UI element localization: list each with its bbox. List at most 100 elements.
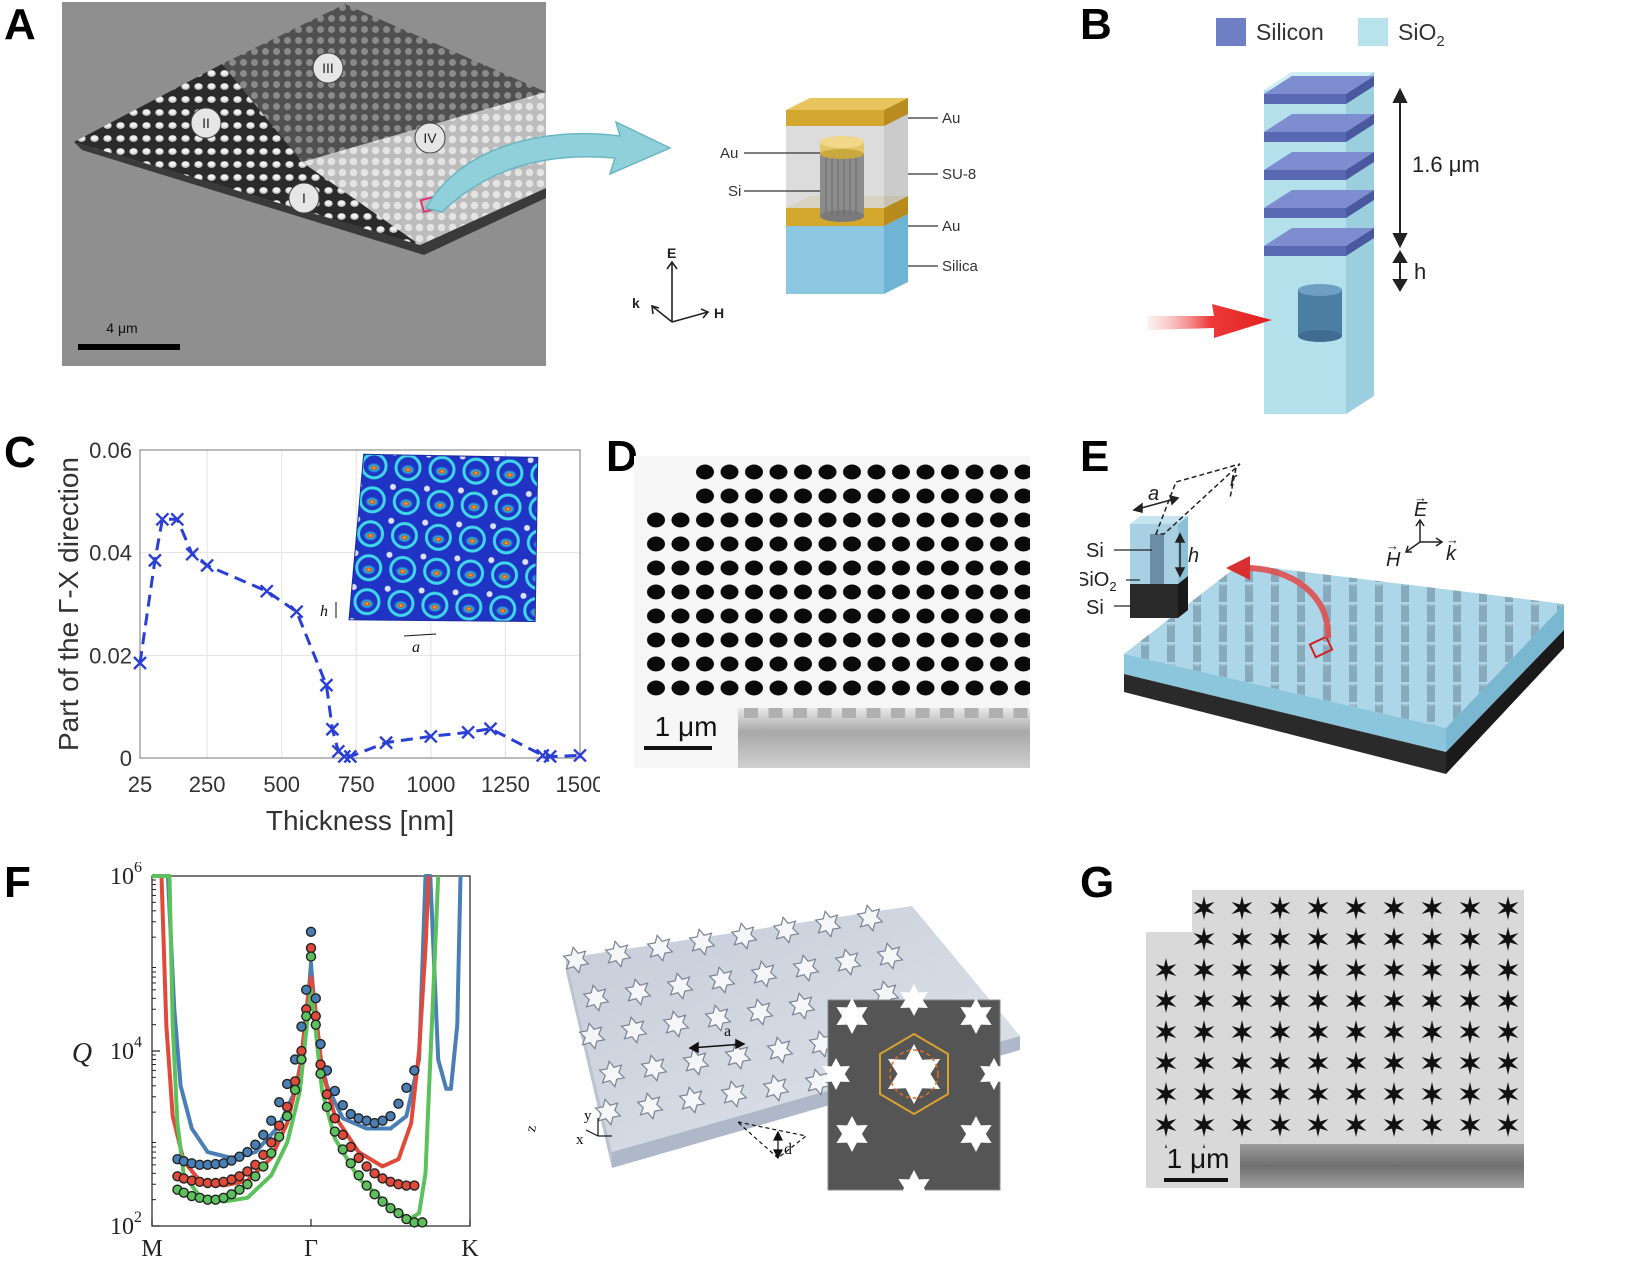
chart-f-series-2-point	[289, 1084, 301, 1096]
chart-f-series-2-point	[258, 1161, 269, 1172]
scalebar-label-d: 1 μm	[655, 711, 718, 742]
chart-f-series-1-point	[310, 1010, 321, 1022]
silicon-layers	[1264, 76, 1374, 256]
panel-f-slab-diagram: a d x y z	[523, 904, 1020, 1196]
chart-c-xlabel: Thickness [nm]	[266, 805, 454, 836]
chart-c-point	[325, 722, 340, 737]
label-su8: SU-8	[942, 166, 976, 183]
chart-c-point	[289, 604, 304, 619]
chart-c-point	[423, 729, 438, 744]
unit-cell-a-label: a	[1148, 483, 1159, 505]
chart-f-series-0-point	[250, 1139, 261, 1150]
lattice-a-label: a	[724, 1023, 731, 1040]
layer-label-si-bottom: Si	[1086, 597, 1104, 619]
chart-f-series-1-point	[273, 1120, 285, 1131]
chart-f-series-2-point	[310, 1019, 321, 1030]
chart-f-series-1-point	[305, 942, 317, 954]
chart-c-point	[343, 749, 358, 764]
panel-b-diagram: Silicon SiO2 1.6 μm h	[1148, 18, 1480, 414]
chart-f-series-2-point	[305, 951, 317, 962]
chart-f-series-1-point	[353, 1152, 364, 1164]
chart-c-ytick: 0.02	[89, 643, 132, 668]
axis-y-label: y	[584, 1108, 592, 1124]
chart-f-series-0-point	[301, 984, 312, 996]
thickness-d-label: d	[784, 1141, 792, 1158]
scalebar-g	[1164, 1178, 1228, 1182]
chart-c-xtick: 750	[338, 772, 375, 797]
chart-c-point	[259, 584, 274, 599]
legend-swatch-silicon	[1216, 18, 1246, 46]
chart-c-ytick: 0	[120, 746, 132, 771]
hole-array	[647, 464, 1030, 696]
chart-f-series-0-point	[296, 1021, 307, 1032]
chart-c-series-line	[138, 517, 581, 759]
chart-f-series-2-point	[321, 1101, 333, 1113]
star-hole-array	[562, 904, 904, 1126]
chart-f-series-1-point	[266, 1137, 277, 1148]
svg-text:→: →	[1414, 490, 1427, 505]
chart-f-ytick: 102	[110, 1209, 142, 1240]
chart-f-series-0-point	[266, 1115, 277, 1126]
panel-letter-c: C	[4, 428, 36, 477]
slab-inset	[822, 984, 1008, 1196]
panel-letter-d: D	[606, 432, 638, 481]
label-au-bottom: Au	[942, 218, 960, 235]
chart-c-point	[170, 512, 185, 527]
chart-c-xtick: 1250	[481, 772, 530, 797]
chart-f-series-0-point	[315, 1038, 326, 1050]
chart-c-xtick: 250	[189, 772, 226, 797]
panel-d-sem-image: 1 μm	[634, 456, 1030, 768]
legend-label-silicon: Silicon	[1256, 19, 1324, 45]
chart-f-series-1-point	[281, 1101, 293, 1113]
chart-f-series-2-point	[226, 1189, 237, 1200]
chart-f-series-2-point	[315, 1068, 326, 1079]
chart-f-series-2-point	[361, 1180, 372, 1191]
chart-f-series-2-point	[393, 1208, 404, 1219]
chart-f-series-1-point	[315, 1059, 326, 1070]
panel-letter-e: E	[1080, 432, 1110, 481]
dimension-arrows-b	[1392, 87, 1408, 292]
layer-label-si-top: Si	[1086, 540, 1104, 562]
chart-c-frame	[139, 449, 581, 759]
chart-c-point	[573, 748, 587, 763]
chart-f-series-0-point	[337, 1100, 348, 1111]
chart-c-point	[200, 558, 214, 573]
dimension-label-h: h	[1414, 259, 1426, 284]
dimension-label-thickness: 1.6 μm	[1412, 152, 1480, 177]
chart-f-series-1-point	[242, 1166, 253, 1177]
chart-c-xtick: 25	[128, 772, 152, 797]
chart-c-point	[133, 656, 147, 670]
chart-f-series-0-point	[258, 1129, 269, 1141]
chart-c-point	[185, 547, 200, 562]
chart-f-series-1-point	[409, 1180, 420, 1191]
svg-text:II: II	[202, 115, 210, 131]
region-label-iii: III	[312, 52, 344, 84]
chart-f-series-0-point	[385, 1110, 396, 1122]
unit-cell-h-label: h	[1188, 545, 1199, 567]
chart-f-xtick: K	[461, 1236, 479, 1262]
chart-f-xtick: Γ	[304, 1236, 318, 1262]
region-label-i: I	[288, 182, 320, 214]
chart-f-series-0-point	[345, 1108, 356, 1120]
chart-f-series-2-point	[242, 1179, 253, 1190]
chart-c-point	[337, 749, 352, 764]
chart-f-series-2-point	[266, 1147, 277, 1159]
chart-f-series-1-point	[329, 1113, 341, 1124]
axis-e-label: E	[667, 245, 676, 261]
field-h-label: H	[1386, 549, 1401, 571]
chart-c-point	[483, 721, 498, 736]
field-axes-a	[651, 260, 710, 323]
chart-f-series-0-point	[305, 926, 317, 938]
panel-letter-g: G	[1080, 858, 1115, 907]
chart-f-series-2-point	[234, 1184, 245, 1195]
chart-f-series-2-point	[296, 1054, 307, 1065]
chart-f-series-2-point	[377, 1196, 388, 1207]
label-au-cap: Au	[720, 145, 738, 162]
chart-c-markers	[133, 512, 587, 764]
chart-f-series-2-point	[273, 1131, 285, 1142]
inset-h-label: h	[320, 603, 328, 620]
chart-f-series-1-point	[296, 1045, 307, 1057]
